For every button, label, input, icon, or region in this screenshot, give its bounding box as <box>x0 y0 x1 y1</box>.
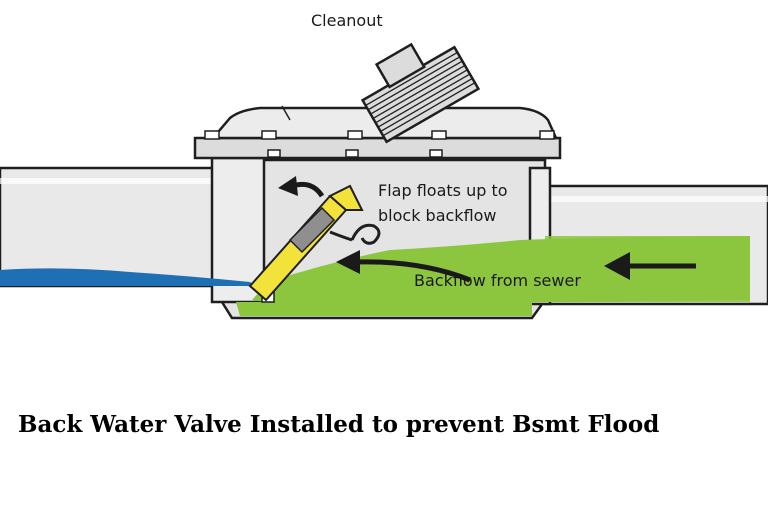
backflow-label: Backflow from sewer <box>414 271 581 290</box>
cleanout-cap <box>360 42 481 144</box>
flap-label-line1: Flap floats up to <box>378 181 508 200</box>
cleanout-label: Cleanout <box>311 11 383 30</box>
backflow-arrow-icon <box>336 250 471 283</box>
valve-lid <box>193 105 562 160</box>
flap-arrow-icon <box>278 176 325 198</box>
flap-label-line2: block backflow <box>378 206 497 225</box>
caption: Back Water Valve Installed to prevent Bs… <box>18 411 659 438</box>
wave-arrow-icon <box>350 223 381 245</box>
flow-arrow-icon <box>604 252 696 280</box>
valve-flap <box>248 184 364 302</box>
house-water <box>0 268 255 286</box>
left-pipe <box>0 166 224 288</box>
